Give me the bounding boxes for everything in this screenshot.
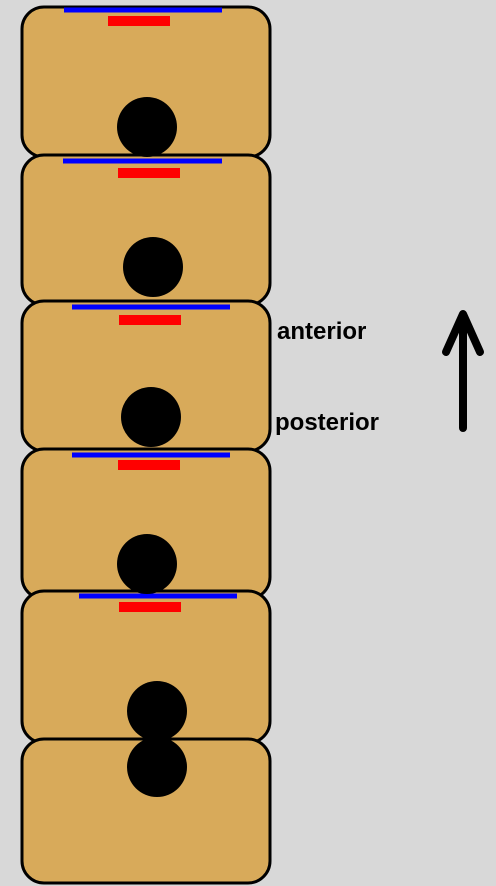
nucleus — [117, 534, 177, 594]
apical-band-red — [119, 602, 181, 612]
apical-band-red — [119, 315, 181, 325]
nucleus — [121, 387, 181, 447]
apical-band-red — [118, 460, 180, 470]
cell-body — [20, 737, 272, 885]
cell-3 — [20, 299, 272, 453]
cell-6 — [20, 737, 272, 885]
nucleus — [123, 237, 183, 297]
cell-1 — [20, 5, 272, 159]
arrow-head — [442, 310, 484, 356]
apical-band-red — [118, 168, 180, 178]
posterior-label: posterior — [275, 409, 379, 436]
anterior-posterior-arrow — [442, 310, 484, 432]
nucleus — [127, 737, 187, 797]
nucleus — [117, 97, 177, 157]
nucleus — [127, 681, 187, 741]
anterior-label: anterior — [277, 318, 366, 345]
cells-layer — [20, 5, 272, 885]
apical-band-red — [108, 16, 170, 26]
